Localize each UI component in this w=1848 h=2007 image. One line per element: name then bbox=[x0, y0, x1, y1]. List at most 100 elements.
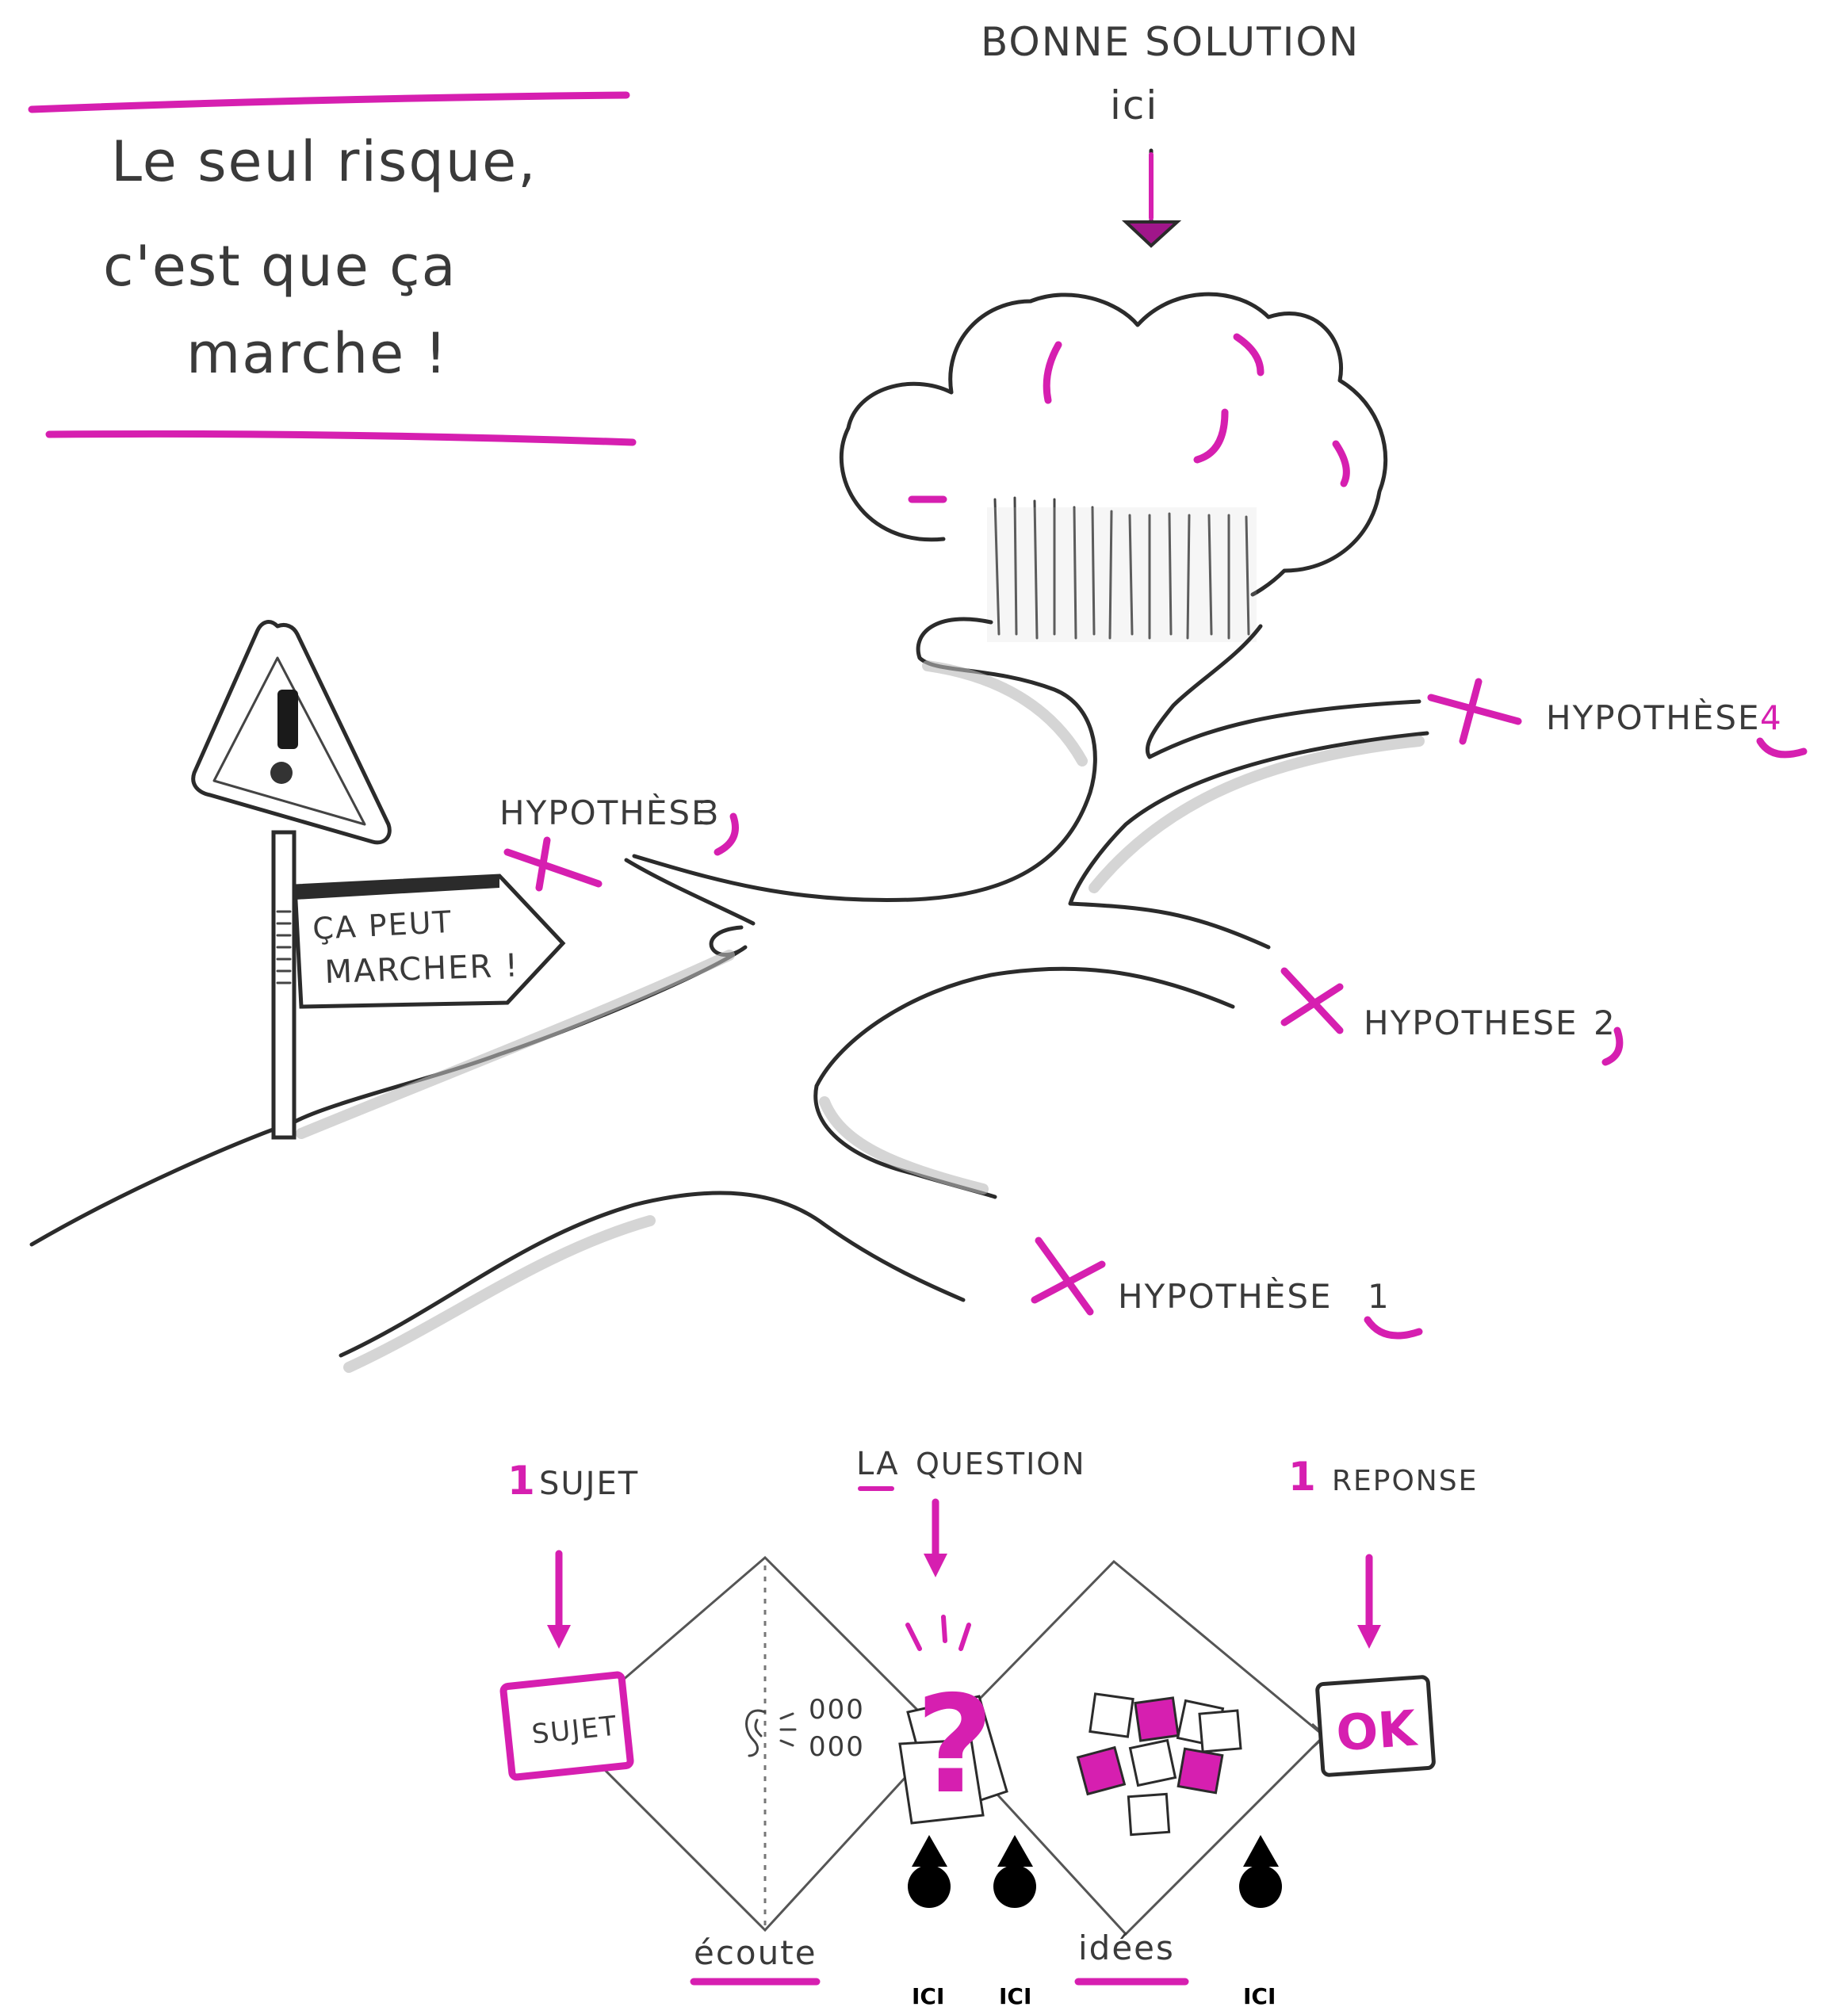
ear-marks-row-2: 000 bbox=[809, 1731, 865, 1763]
good-solution-label: BONNE SOLUTION ici bbox=[981, 19, 1360, 248]
idea-notes bbox=[1076, 1692, 1242, 1837]
hypothesis-4-underline bbox=[1756, 737, 1808, 759]
marker-pointer-icon bbox=[1243, 1835, 1279, 1867]
warning-sign-outer bbox=[191, 620, 392, 845]
ear-marks-row-1: 000 bbox=[809, 1694, 865, 1726]
hypothesis-4-text: HYPOTHÈSE bbox=[1546, 698, 1761, 737]
branch-h2-shadow bbox=[819, 1096, 989, 1195]
hypothesis-2-cross-icon bbox=[1280, 967, 1344, 1034]
paper-note-icon bbox=[898, 1738, 985, 1825]
quote-bottom-rule bbox=[45, 430, 637, 446]
good-solution-line-1: BONNE SOLUTION bbox=[981, 19, 1360, 65]
reponse-label-text: REPONSE bbox=[1332, 1465, 1478, 1497]
sign-post bbox=[271, 830, 297, 1140]
warning-sign: ÇA PEUT MARCHER ! bbox=[191, 620, 566, 1140]
reponse-arrow-head bbox=[1357, 1625, 1381, 1649]
idea-note bbox=[1134, 1696, 1180, 1742]
tree-trunk-hatching bbox=[993, 496, 1250, 640]
idea-note bbox=[1127, 1792, 1171, 1837]
question-arrow-head bbox=[924, 1554, 947, 1577]
idea-note bbox=[1177, 1747, 1224, 1795]
quote-top-rule bbox=[28, 91, 630, 113]
hypothesis-3-num: 3 bbox=[698, 793, 721, 832]
idea-note bbox=[1076, 1745, 1127, 1796]
tree bbox=[29, 292, 1429, 1373]
marker-pointer-icon bbox=[997, 1835, 1033, 1867]
trunk-shadow bbox=[922, 660, 1088, 766]
sujet-label-num: 1 bbox=[507, 1458, 535, 1504]
branch-h4-shadow bbox=[1089, 736, 1425, 893]
hypothesis-1-underline bbox=[1364, 1316, 1423, 1340]
good-solution-line-2: ici bbox=[1110, 82, 1158, 128]
canopy-accent bbox=[1233, 333, 1265, 377]
hypothesis-3-text: HYPOTHÈSE bbox=[499, 793, 714, 832]
question-sparkle-icon bbox=[905, 1615, 971, 1651]
quote-line-2: c'est que ça bbox=[103, 234, 457, 299]
down-arrow-head bbox=[1121, 220, 1182, 248]
question-mark-icon: ? bbox=[916, 1667, 994, 1824]
canopy-accent bbox=[1193, 408, 1229, 464]
ici-marker-label: ICI bbox=[912, 1983, 944, 2007]
road-lower-shadow bbox=[343, 1215, 656, 1373]
sujet-arrow-head bbox=[547, 1625, 571, 1649]
direction-sign-line-1: ÇA PEUT bbox=[312, 904, 453, 946]
sujet-box bbox=[499, 1671, 634, 1781]
quote-block: Le seul risque, c'est que ça marche ! bbox=[28, 91, 637, 446]
question-label-prefix: LA bbox=[856, 1446, 900, 1482]
ok-box-text: OK bbox=[1334, 1699, 1420, 1762]
hypothesis-1: HYPOTHÈSE 1 bbox=[1031, 1237, 1423, 1340]
tree-canopy bbox=[839, 292, 1388, 597]
hypothesis-4: HYPOTHÈSE 4 bbox=[1427, 678, 1808, 759]
hypothesis-3-cross-icon bbox=[503, 836, 603, 892]
sujet-label-text: SUJET bbox=[539, 1466, 639, 1502]
idea-note bbox=[1089, 1692, 1134, 1738]
marker-pointer-icon bbox=[912, 1835, 947, 1867]
hypothesis-2-num: 2 bbox=[1594, 1004, 1617, 1042]
road-h3 bbox=[624, 858, 756, 926]
exclamation-dot-icon bbox=[270, 762, 293, 784]
ici-marker-label: ICI bbox=[999, 1983, 1031, 2007]
branch-h4 bbox=[1068, 731, 1429, 950]
quote-line-3: marche ! bbox=[186, 321, 449, 386]
canopy-accent bbox=[1043, 341, 1062, 404]
hypothesis-2: HYPOTHESE 2 bbox=[1280, 967, 1624, 1066]
hypothesis-4-num: 4 bbox=[1760, 698, 1781, 737]
exclamation-bar-icon bbox=[277, 690, 298, 749]
idea-note bbox=[1128, 1738, 1177, 1787]
ici-marker-1: ICI bbox=[908, 1835, 951, 2007]
trunk-shade bbox=[987, 507, 1257, 642]
branch-h2 bbox=[813, 966, 1235, 1199]
canopy-accent bbox=[1332, 440, 1350, 487]
hypothesis-3: HYPOTHÈSE 3 bbox=[499, 793, 739, 892]
warning-sign-inner bbox=[212, 656, 366, 826]
ici-marker-3: ICI bbox=[1239, 1835, 1282, 2007]
reponse-label-num: 1 bbox=[1288, 1454, 1316, 1500]
marker-dot-icon bbox=[1239, 1865, 1282, 1908]
question-label-text: QUESTION bbox=[916, 1447, 1086, 1481]
quote-line-1: Le seul risque, bbox=[111, 129, 538, 194]
trunk-right-edge bbox=[1145, 624, 1421, 759]
marker-dot-icon bbox=[908, 1865, 951, 1908]
ecoute-label: écoute bbox=[694, 1933, 817, 1972]
hypothesis-2-text: HYPOTHESE bbox=[1364, 1004, 1578, 1042]
direction-sign-line-2: MARCHER ! bbox=[324, 947, 520, 991]
sound-waves-icon bbox=[779, 1712, 797, 1747]
direction-arrow-sign bbox=[293, 874, 566, 1009]
hypothesis-1-cross-icon bbox=[1031, 1237, 1106, 1316]
process-diagram: 1 SUJET LA QUESTION 1 REPONSE SUJET 000 … bbox=[468, 1411, 1478, 2007]
road-lower bbox=[339, 1191, 966, 1358]
sign-post-hatch bbox=[276, 910, 292, 984]
hypothesis-3-underline bbox=[714, 812, 739, 856]
direction-sign-top-band bbox=[295, 876, 499, 900]
hypothesis-2-underline bbox=[1601, 1026, 1624, 1066]
ok-box bbox=[1315, 1675, 1436, 1777]
trunk-left-edge bbox=[632, 617, 1097, 903]
hypothesis-1-text: HYPOTHÈSE bbox=[1118, 1276, 1333, 1316]
marker-dot-icon bbox=[993, 1865, 1036, 1908]
hypothesis-1-num: 1 bbox=[1368, 1277, 1391, 1316]
ici-marker-2: ICI bbox=[993, 1835, 1036, 2007]
idees-label: idées bbox=[1078, 1929, 1175, 1967]
hypothesis-4-cross-icon bbox=[1427, 678, 1522, 745]
idea-note bbox=[1198, 1709, 1242, 1753]
